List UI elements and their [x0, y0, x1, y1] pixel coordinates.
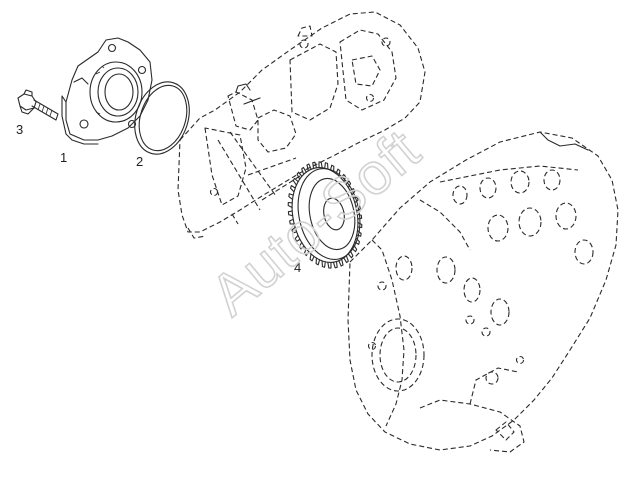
gear-tooth [345, 180, 352, 189]
gear-tooth [288, 193, 294, 201]
gear-tooth [298, 241, 305, 250]
engine-block [347, 131, 619, 453]
gear-tooth [290, 185, 296, 193]
timing-gear-part-4 [287, 161, 363, 269]
o-ring-part-2 [134, 81, 190, 155]
gear-tooth [296, 171, 303, 180]
gear-tooth [343, 255, 349, 264]
gear-tooth [352, 196, 359, 204]
bolt-part-3 [17, 89, 59, 121]
callout-part-1: 1 [60, 150, 67, 165]
gear-tooth [321, 260, 326, 268]
gear-teeth [287, 161, 363, 269]
gear-tooth [301, 166, 307, 175]
gear-tooth [357, 221, 363, 229]
gear-tooth [335, 168, 341, 177]
gear-tooth [315, 257, 321, 266]
gear-tooth [289, 218, 295, 225]
gear-tooth [329, 164, 335, 173]
gear-tooth [354, 237, 360, 245]
gear-tooth [349, 188, 356, 196]
watermark-text: Auto-Soft [199, 117, 433, 328]
gear-tooth [356, 213, 363, 220]
gear-tooth [351, 244, 358, 253]
gear-tooth [327, 261, 332, 269]
callout-part-4: 4 [294, 260, 301, 275]
gear-tooth [287, 210, 294, 217]
callout-part-3: 3 [16, 122, 23, 137]
gear-tooth [318, 161, 323, 169]
gear-tooth [332, 261, 338, 269]
gear-tooth [309, 253, 315, 262]
gear-tooth [287, 201, 293, 209]
gear-tooth [306, 163, 312, 172]
gear-tooth [292, 177, 299, 186]
gear-tooth [356, 229, 362, 237]
upper-timing-case [177, 11, 426, 239]
gear-tooth [338, 258, 344, 267]
gear-tooth [347, 250, 354, 259]
gear-tooth [312, 161, 318, 169]
gear-tooth [355, 205, 361, 212]
gear-tooth [340, 173, 347, 182]
gear-tooth [303, 248, 310, 257]
gear-tooth [324, 162, 329, 170]
gear-tooth [294, 234, 301, 242]
callout-part-2: 2 [136, 154, 143, 169]
flange-plate-part-1 [61, 37, 153, 145]
gear-tooth [291, 226, 298, 234]
